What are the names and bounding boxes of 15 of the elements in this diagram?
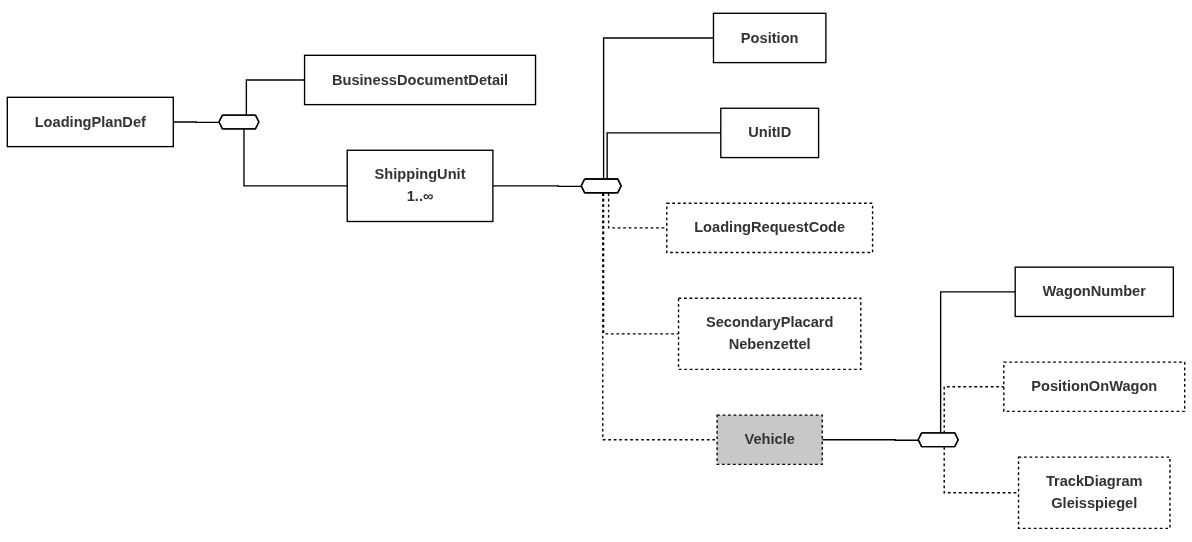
node-box: PositionOnWagon <box>1003 361 1186 413</box>
node-box: TrackDiagram Gleisspiegel <box>1017 456 1171 530</box>
node-box: Vehicle <box>716 414 823 466</box>
connector <box>243 128 348 187</box>
node-box: BusinessDocumentDetail <box>303 54 537 106</box>
node-box: Position <box>712 12 827 64</box>
node-box: SecondaryPlacard Nebenzettel <box>677 297 862 371</box>
node-box: LoadingRequestCode <box>666 202 874 254</box>
connector <box>602 192 718 441</box>
node-box: ShippingUnit 1..∞ <box>346 149 494 223</box>
connector <box>492 185 583 188</box>
node-box: UnitID <box>720 107 820 159</box>
connector <box>939 291 1016 435</box>
node-box: WagonNumber <box>1014 266 1175 318</box>
node-box: LoadingPlanDef <box>6 96 174 148</box>
